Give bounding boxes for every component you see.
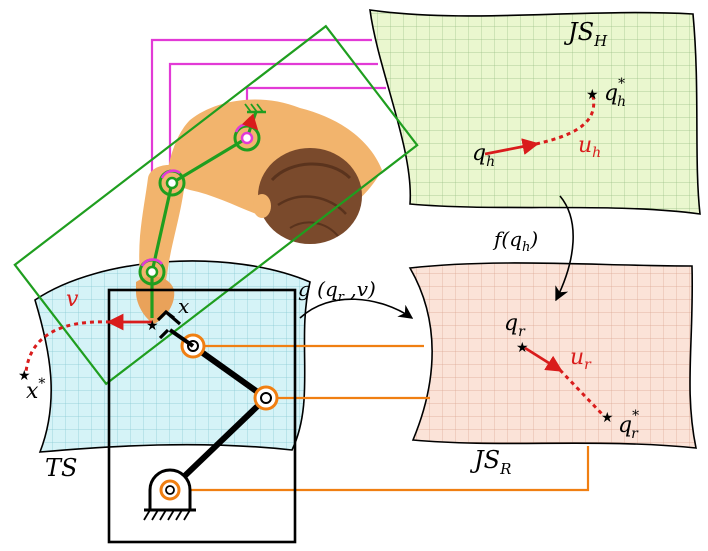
js-r-label: JSR [469,446,511,478]
g-mapping-arrow [299,298,414,319]
human-trajectory: ★ [484,87,599,156]
human-skeleton [138,103,266,318]
u-h-label: uh [578,133,601,161]
star-q-h-goal: ★ [586,87,599,103]
q-h-goal-label: q*h [604,76,626,110]
task-space [34,260,311,453]
v-label: v [66,287,79,312]
js-h-label: JSH [563,18,608,50]
robot-arm [143,309,279,521]
human-wrist-joint [138,258,166,286]
human-frame [13,24,419,386]
q-r-label: qr [504,311,526,340]
human-joint-space [369,9,701,215]
ts-label: TS [45,454,77,482]
human-arm-illustration [136,99,382,324]
star-q-r-start: ★ [516,340,529,356]
f-map-label: f(qh) [492,227,538,255]
robot-base-joint [159,479,181,501]
robot-joint-links [170,344,590,492]
star-x-current: ★ [146,318,159,334]
human-shoulder-joint [233,113,261,152]
x-goal-label: x* [26,376,45,404]
x-label: x [178,294,189,318]
robot-trajectory: ★ ★ [516,340,614,426]
star-q-r-goal: ★ [601,410,614,426]
robot-frame [107,288,297,544]
star-x-goal: ★ [18,368,31,384]
f-mapping-arrow [555,195,574,302]
g-map-label: g (qr ,v) [298,277,376,305]
q-r-goal-label: q*r [618,408,639,442]
robot-mid-joint [253,385,279,411]
q-h-label: qh [472,141,495,170]
human-elbow-joint [158,169,186,197]
task-trajectory: ★ ★ [18,313,159,384]
robot-joint-space [408,262,698,449]
u-r-label: ur [570,345,592,373]
